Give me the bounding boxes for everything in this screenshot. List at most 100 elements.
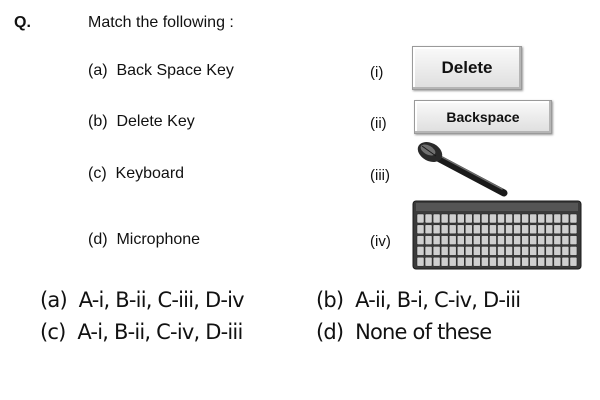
keyboard-key	[513, 213, 521, 224]
item-b: (b) Delete Key	[88, 113, 195, 131]
keyboard-key	[489, 235, 497, 245]
option-text: A-i, B-ii, C-iii, D-iv	[78, 288, 245, 312]
keyboard-key	[465, 256, 473, 267]
keyboard-key	[432, 224, 441, 235]
keyboard-key	[448, 235, 457, 245]
keyboard-key	[569, 246, 578, 256]
keyboard-key	[521, 256, 529, 267]
keyboard-key	[561, 224, 570, 235]
keyboard-key	[553, 224, 562, 235]
keyboard-key	[440, 224, 449, 235]
option-c[interactable]: (c) A-i, B-ii, C-iv, D-iii	[40, 320, 243, 344]
numeral-i: (i)	[370, 64, 384, 81]
keyboard-key	[465, 213, 473, 224]
keyboard-key	[457, 235, 465, 245]
keyboard-key	[448, 213, 457, 224]
keyboard-key	[529, 213, 537, 224]
keyboard-key	[473, 224, 481, 235]
option-text: A-ii, B-i, C-iv, D-iii	[355, 288, 521, 312]
option-d[interactable]: (d) None of these	[316, 320, 492, 344]
keyboard-key	[545, 213, 554, 224]
keyboard-key	[473, 235, 481, 245]
keyboard-key	[457, 224, 465, 235]
keyboard-key	[457, 256, 465, 267]
item-d: (d) Microphone	[88, 231, 200, 249]
keyboard-key	[529, 246, 537, 256]
keyboard-key	[521, 213, 529, 224]
keyboard-key	[537, 224, 545, 235]
keyboard-key	[465, 235, 473, 245]
keyboard-key	[569, 224, 578, 235]
backspace-key-label: Backspace	[446, 109, 520, 125]
keyboard-key	[424, 256, 433, 267]
keyboard-key	[553, 256, 562, 267]
keyboard-key	[448, 256, 457, 267]
keyboard-key	[545, 235, 554, 245]
option-letter: (d)	[316, 320, 344, 344]
keyboard-key	[481, 213, 489, 224]
keyboard-key	[448, 246, 457, 256]
keyboard-key	[489, 256, 497, 267]
keyboard-key	[537, 235, 545, 245]
keyboard-key	[521, 235, 529, 245]
keyboard-key	[561, 246, 570, 256]
keyboard-key	[561, 256, 570, 267]
keyboard-key	[489, 213, 497, 224]
keyboard-key	[545, 246, 554, 256]
keyboard-key	[481, 246, 489, 256]
keyboard-key	[489, 224, 497, 235]
keyboard-key	[432, 213, 441, 224]
numeral-iii: (iii)	[370, 167, 390, 184]
keyboard-key	[497, 235, 505, 245]
option-a[interactable]: (a) A-i, B-ii, C-iii, D-iv	[40, 288, 245, 312]
keyboard-key	[505, 235, 513, 245]
keyboard-key	[513, 235, 521, 245]
keyboard-key	[529, 224, 537, 235]
keyboard-key	[440, 213, 449, 224]
keyboard-key	[416, 246, 425, 256]
keyboard-key	[553, 235, 562, 245]
question-title: Match the following :	[88, 14, 234, 31]
keyboard-key	[424, 235, 433, 245]
item-letter: (d)	[88, 231, 108, 248]
keyboard-key	[553, 213, 562, 224]
keyboard-key	[481, 235, 489, 245]
keyboard-key	[505, 256, 513, 267]
option-letter: (b)	[316, 288, 344, 312]
keyboard-key	[513, 246, 521, 256]
item-text: Microphone	[116, 231, 201, 248]
keyboard-key	[432, 235, 441, 245]
option-text: A-i, B-ii, C-iv, D-iii	[77, 320, 243, 344]
keyboard-key	[416, 256, 425, 267]
keyboard-icon	[412, 200, 582, 270]
keyboard-key	[569, 256, 578, 267]
keyboard-key	[505, 246, 513, 256]
keyboard-key	[432, 256, 441, 267]
microphone-icon	[417, 141, 508, 197]
option-b[interactable]: (b) A-ii, B-i, C-iv, D-iii	[316, 288, 521, 312]
keyboard-key	[521, 246, 529, 256]
item-letter: (b)	[88, 113, 108, 130]
question-label: Q.	[14, 14, 31, 31]
keyboard-key	[489, 246, 497, 256]
keyboard-key	[545, 224, 554, 235]
keyboard-key	[497, 224, 505, 235]
item-letter: (c)	[88, 165, 107, 182]
keyboard-key	[440, 246, 449, 256]
keyboard-key	[473, 246, 481, 256]
keyboard-key	[497, 246, 505, 256]
keyboard-key	[497, 256, 505, 267]
keyboard-key	[416, 213, 425, 224]
keyboard-key	[481, 224, 489, 235]
keyboard-key	[457, 246, 465, 256]
keyboard-key	[416, 224, 425, 235]
keyboard-key	[424, 213, 433, 224]
keyboard-key	[465, 246, 473, 256]
keyboard-key	[513, 256, 521, 267]
keyboard-key	[529, 256, 537, 267]
keyboard-key	[473, 213, 481, 224]
keyboard-key	[513, 224, 521, 235]
keyboard-key	[416, 235, 425, 245]
keyboard-key	[553, 246, 562, 256]
option-letter: (a)	[40, 288, 68, 312]
